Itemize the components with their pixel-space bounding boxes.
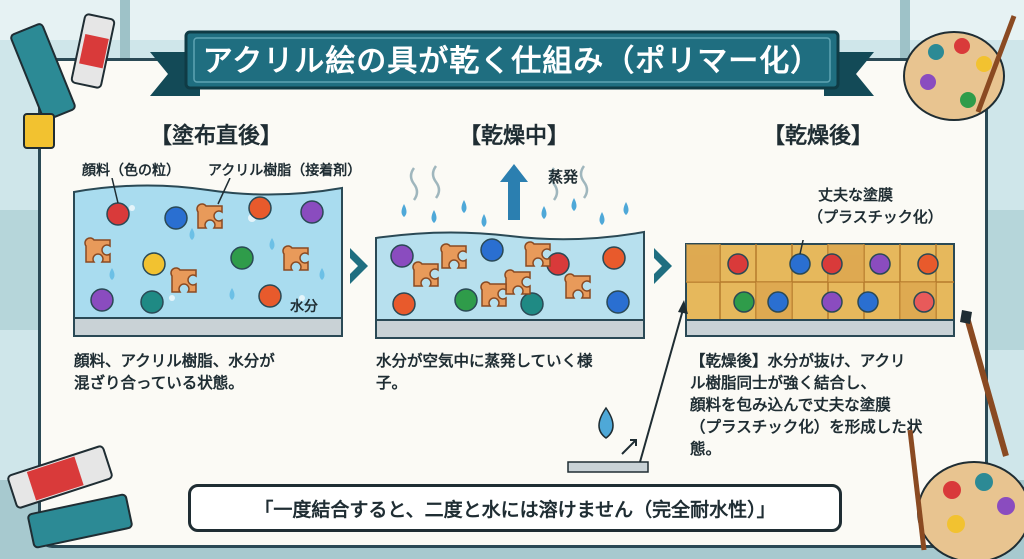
water-resistance-banner: 「一度結合すると、二度と水には溶けません（完全耐水性）」 <box>188 484 842 532</box>
label-film-line1: 丈夫な塗膜 <box>818 186 894 204</box>
label-film-line2: （プラスチック化） <box>808 208 943 226</box>
page-title: アクリル絵の具が乾く仕組み（ポリマー化） <box>202 44 822 79</box>
label-pigment: 顔料（色の粒） <box>82 163 180 179</box>
brush-icon <box>960 310 1009 457</box>
wet-paint-panel <box>73 178 343 337</box>
water-drop-icon <box>567 300 688 473</box>
stage-heading-dried: 【乾燥後】 <box>762 124 873 149</box>
arrow-up-icon <box>500 164 528 220</box>
drying-panel <box>375 164 645 339</box>
description-drying: 水分が空気中に蒸発していく様 子。 <box>376 352 593 392</box>
stage-heading-applied: 【塗布直後】 <box>149 124 282 149</box>
description-applied: 顔料、アクリル樹脂、水分が 混ざり合っている状態。 <box>74 352 275 392</box>
chevron-right-icon <box>654 248 672 284</box>
paint-tube-icon <box>7 445 133 549</box>
label-resin: アクリル樹脂（接着剤） <box>208 163 362 179</box>
title-ribbon <box>150 30 874 96</box>
dried-film-panel <box>685 240 955 337</box>
palette-icon <box>907 429 1024 559</box>
description-dried: 【乾燥後】水分が抜け、アクリ ル樹脂同士が強く結合し、 顔料を包み込んで丈夫な塗… <box>690 352 923 458</box>
stage-heading-drying: 【乾燥中】 <box>458 124 569 149</box>
palette-icon <box>903 15 1017 121</box>
label-water: 水分 <box>290 299 318 315</box>
chevron-right-icon <box>350 248 368 284</box>
label-evaporation: 蒸発 <box>548 168 579 186</box>
paint-tube-icon <box>10 13 116 149</box>
